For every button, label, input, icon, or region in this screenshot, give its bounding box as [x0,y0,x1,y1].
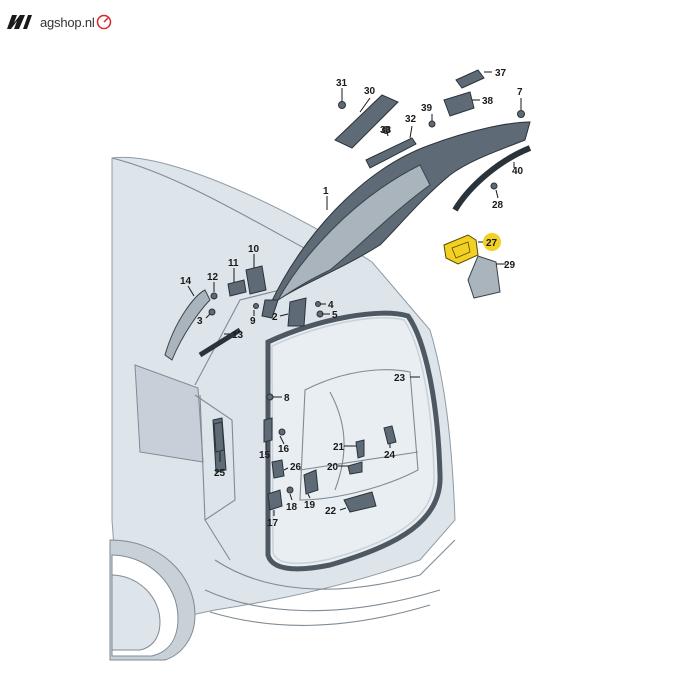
leader-lines [187,71,522,516]
tailgate-part-1 [261,121,531,319]
car-body [109,156,456,661]
label-33: 33 [380,125,392,136]
label-19: 19 [304,500,316,511]
label-31: 31 [336,78,348,89]
upper-parts [334,69,532,212]
part-labels: 1 2 3 4 5 7 8 9 10 11 12 13 14 15 16 17 … [180,68,524,529]
part-31 [338,101,346,109]
label-4: 4 [328,300,334,311]
label-26: 26 [290,462,302,473]
part-10 [245,265,267,295]
part-14 [164,289,211,361]
label-5: 5 [332,310,338,321]
label-22: 22 [325,506,337,517]
part-16 [278,428,286,436]
part-8 [266,393,274,401]
part-26 [271,459,285,479]
part-30 [334,94,399,149]
label-14: 14 [180,276,192,287]
label-24: 24 [384,450,396,461]
label-1: 1 [323,186,329,197]
part-15 [263,417,273,443]
part-40 [452,145,532,212]
part-25 [213,421,225,453]
label-32: 32 [405,114,417,125]
label-27-highlight: 27 [483,233,501,251]
part-37 [455,69,485,89]
label-38: 38 [482,96,494,107]
lock-parts [213,393,397,513]
label-40: 40 [512,166,524,177]
label-3: 3 [197,316,203,327]
part-11 [227,279,247,297]
part-17 [267,489,283,511]
part-9 [253,303,259,309]
label-18: 18 [286,502,298,513]
logo-mark-icon [7,15,32,29]
label-16: 16 [278,444,290,455]
part-32 [365,137,417,169]
label-25: 25 [214,468,226,479]
label-13: 13 [232,330,244,341]
part-4 [315,301,321,307]
part-38 [443,91,475,117]
label-10: 10 [248,244,260,255]
label-7: 7 [517,87,523,98]
label-8: 8 [284,393,290,404]
label-15: 15 [259,450,271,461]
site-logo[interactable]: agshop.nl [6,10,113,34]
label-12: 12 [207,272,219,283]
label-37: 37 [495,68,507,79]
part-29 [467,255,501,299]
label-21: 21 [333,442,345,453]
part-19 [303,469,319,495]
speedometer-icon [96,14,111,30]
part-7 [517,110,525,118]
label-11: 11 [228,258,239,269]
part-27-highlighted [443,234,479,265]
part-28 [490,182,498,190]
site-name: agshop.nl [40,14,95,30]
part-13 [198,327,242,358]
part-20 [347,461,363,475]
label-39: 39 [421,103,433,114]
label-23: 23 [394,373,406,384]
label-2: 2 [272,312,278,323]
label-29: 29 [504,260,516,271]
part-2 [287,297,307,327]
part-22 [343,491,377,513]
label-20: 20 [327,462,339,473]
label-17: 17 [267,518,279,529]
part-21 [355,439,365,459]
part-3 [208,308,216,316]
hinge-parts [164,265,324,361]
label-30: 30 [364,86,376,97]
part-18 [286,486,294,494]
part-39 [428,120,436,128]
label-9: 9 [250,316,256,327]
part-24 [383,425,397,445]
part-12 [210,292,218,300]
label-28: 28 [492,200,504,211]
label-27: 27 [486,238,498,249]
